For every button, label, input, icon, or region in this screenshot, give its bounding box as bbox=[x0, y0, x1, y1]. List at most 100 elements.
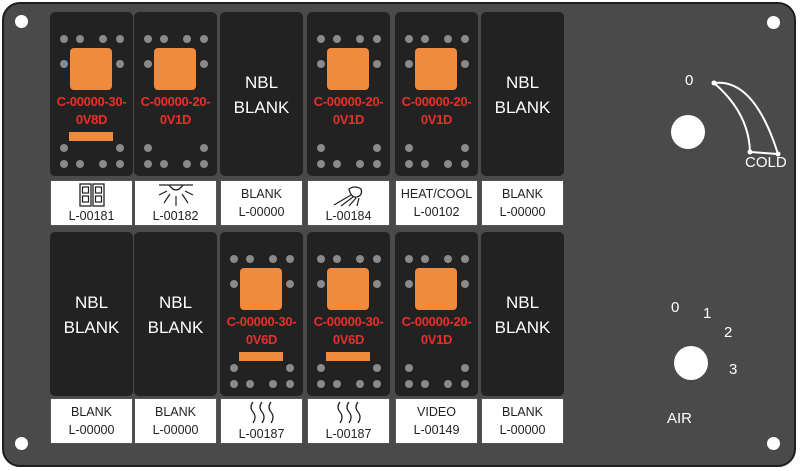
switch-code-line2: 0V6D bbox=[332, 332, 365, 347]
side-dot bbox=[200, 60, 208, 68]
side-dot bbox=[405, 60, 413, 68]
air-position-1: 1 bbox=[703, 305, 712, 322]
mounting-hole-bottom-left bbox=[15, 437, 28, 450]
rocker-switch-r1c4[interactable]: C-00000-20-0V1D bbox=[307, 12, 390, 176]
contact-dot bbox=[444, 160, 452, 168]
blank-line1: NBL bbox=[158, 293, 193, 312]
contact-dot bbox=[183, 35, 191, 43]
air-knob[interactable] bbox=[674, 346, 708, 380]
temp-min-label: 0 bbox=[685, 72, 694, 89]
legend-code: L-00000 bbox=[499, 205, 546, 219]
air-position-0: 0 bbox=[671, 299, 680, 316]
mounting-hole-top-left bbox=[15, 15, 28, 28]
air-knob-label: AIR bbox=[667, 410, 693, 427]
rocker-switch-r2c2[interactable]: NBL BLANK bbox=[134, 232, 217, 396]
dome-light-icon bbox=[333, 186, 363, 207]
rocker-switch-r1c2[interactable]: C-00000-20-0V1D bbox=[134, 12, 217, 176]
switch-code-line1: C-00000-20- bbox=[401, 314, 472, 329]
contact-dot bbox=[421, 255, 429, 263]
side-dot bbox=[461, 60, 469, 68]
side-dot bbox=[230, 280, 238, 288]
legend-code: L-00000 bbox=[152, 423, 199, 437]
switch-code-line2: 0V1D bbox=[420, 332, 453, 347]
rocker-switch-r2c4[interactable]: C-00000-30-0V6D bbox=[307, 232, 390, 396]
light-rays-icon bbox=[158, 184, 194, 206]
side-dot bbox=[230, 364, 238, 372]
contact-dot bbox=[421, 160, 429, 168]
contact-dot bbox=[444, 35, 452, 43]
legend-label-r2c1: BLANK L-00000 bbox=[50, 398, 133, 444]
contact-dot bbox=[317, 160, 325, 168]
contact-dot bbox=[461, 35, 469, 43]
indicator-bar bbox=[69, 132, 113, 141]
side-dot bbox=[405, 280, 413, 288]
contact-dot bbox=[144, 35, 152, 43]
air-position-2: 2 bbox=[724, 324, 733, 341]
side-dot bbox=[116, 144, 124, 152]
legend-title: VIDEO bbox=[417, 405, 456, 419]
rocker-switch-r2c3[interactable]: C-00000-30-0V6D bbox=[220, 232, 303, 396]
contact-dots-bottom bbox=[395, 160, 478, 168]
indicator-lamp bbox=[327, 48, 369, 90]
rocker-switch-r1c1[interactable]: C-00000-30- 0V8D bbox=[50, 12, 133, 176]
switch-code-line1: C-00000-20- bbox=[140, 94, 211, 109]
contact-dot bbox=[373, 255, 381, 263]
switch-code-line1: C-00000-30- bbox=[56, 94, 127, 109]
contact-dot bbox=[444, 255, 452, 263]
contact-dot bbox=[144, 160, 152, 168]
contact-dot bbox=[444, 380, 452, 388]
side-dot bbox=[461, 144, 469, 152]
legend-title: BLANK bbox=[502, 187, 543, 201]
blank-line2: BLANK bbox=[147, 318, 204, 337]
side-dot bbox=[317, 280, 325, 288]
contact-dot bbox=[461, 380, 469, 388]
contact-dot bbox=[99, 160, 107, 168]
side-dot bbox=[317, 60, 325, 68]
contact-dot bbox=[60, 160, 68, 168]
blank-line2: BLANK bbox=[63, 318, 120, 337]
contact-dots-top bbox=[395, 35, 478, 43]
contact-dot bbox=[286, 380, 294, 388]
side-dot bbox=[373, 60, 381, 68]
legend-title: BLANK bbox=[155, 405, 196, 419]
blank-line1: NBL bbox=[505, 73, 540, 92]
switch-code-line2: 0V8D bbox=[75, 112, 108, 127]
contact-dot bbox=[99, 35, 107, 43]
contact-dot bbox=[76, 160, 84, 168]
indicator-bar bbox=[326, 352, 370, 361]
indicator-lamp bbox=[70, 48, 112, 90]
rocker-switch-r2c5[interactable]: C-00000-20- 0V1D bbox=[395, 232, 478, 396]
legend-label-r2c2: BLANK L-00000 bbox=[134, 398, 217, 444]
switch-code-line2: 0V1D bbox=[420, 112, 453, 127]
contact-dot bbox=[317, 380, 325, 388]
contact-dots-bottom bbox=[307, 380, 390, 388]
contact-dots-bottom bbox=[134, 160, 217, 168]
contact-dot bbox=[160, 160, 168, 168]
contact-dot bbox=[373, 160, 381, 168]
blank-line2: BLANK bbox=[233, 98, 290, 117]
legend-title: BLANK bbox=[71, 405, 112, 419]
contact-dots-top bbox=[50, 35, 133, 43]
contact-dots-bottom bbox=[395, 380, 478, 388]
contact-dot bbox=[60, 35, 68, 43]
air-position-3: 3 bbox=[729, 361, 738, 378]
side-dot bbox=[373, 280, 381, 288]
contact-dot bbox=[230, 380, 238, 388]
contact-dot bbox=[200, 35, 208, 43]
rocker-switch-r1c5[interactable]: C-00000-20-0V1D bbox=[395, 12, 478, 176]
side-dot bbox=[116, 60, 124, 68]
contact-dot bbox=[405, 380, 413, 388]
temp-knob[interactable] bbox=[671, 115, 705, 149]
contact-dot bbox=[116, 35, 124, 43]
indicator-lamp bbox=[415, 268, 457, 310]
contact-dot bbox=[356, 35, 364, 43]
legend-code: L-00000 bbox=[68, 423, 115, 437]
contact-dots-top bbox=[220, 255, 303, 263]
side-dot bbox=[286, 280, 294, 288]
legend-code: L-00187 bbox=[325, 427, 372, 441]
